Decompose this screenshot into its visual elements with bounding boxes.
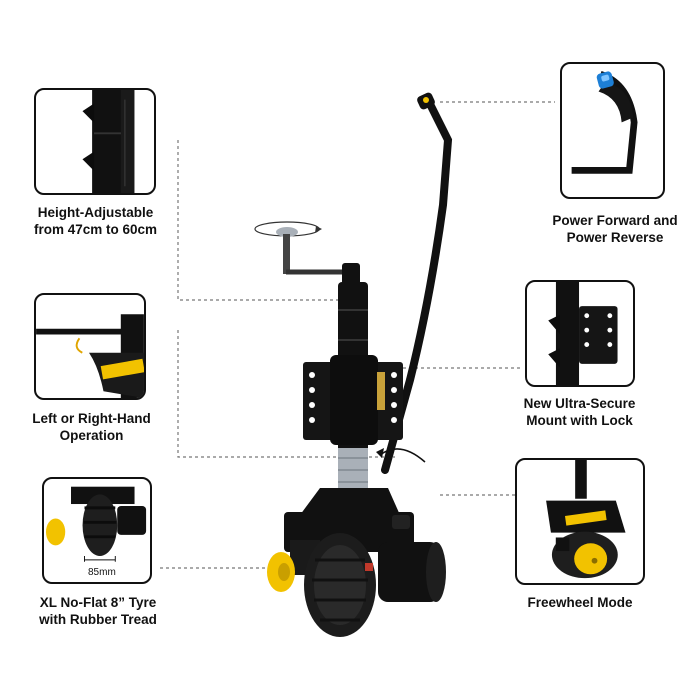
height-column-image <box>82 90 135 193</box>
panel-left-right-hand <box>34 293 146 400</box>
panel-secure-mount <box>525 280 635 387</box>
caption-freewheel: Freewheel Mode <box>527 595 633 610</box>
throttle-image <box>571 71 638 174</box>
leader-hand <box>177 330 395 458</box>
leader-height <box>177 140 345 301</box>
caption-power-forward: Power Forward and Power Reverse <box>552 213 678 245</box>
handle-side-image <box>36 314 144 398</box>
panel-height-adjustable <box>34 88 156 195</box>
tyre-width-label: 85mm <box>88 567 116 578</box>
panel-xl-tyre: 85mm <box>42 477 152 584</box>
caption-left-right-hand: Left or Right-Hand Operation <box>32 411 151 443</box>
panel-freewheel <box>515 458 645 585</box>
caption-secure-mount: New Ultra-Secure Mount with Lock <box>523 396 636 428</box>
panel-power-forward <box>560 62 665 199</box>
tyre-image <box>45 486 147 562</box>
freewheel-image <box>546 460 626 579</box>
mount-image <box>548 282 618 385</box>
caption-xl-tyre: XL No-Flat 8” Tyre with Rubber Tread <box>39 595 157 627</box>
caption-height-adjustable: Height-Adjustable from 47cm to 60cm <box>33 205 158 237</box>
